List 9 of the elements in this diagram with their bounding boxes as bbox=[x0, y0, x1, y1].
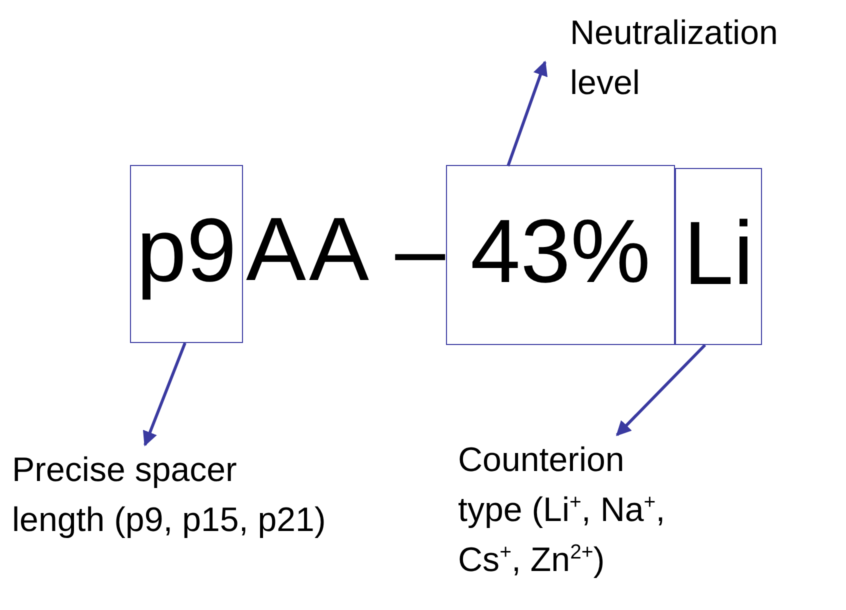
annotation-text: Precise spacer length (p9, p15, p21) bbox=[12, 445, 332, 545]
highlight-box: 43% bbox=[446, 165, 675, 345]
arrow bbox=[506, 60, 548, 166]
annotation-text: Counterion type (Li$^{+}$, Na$^{+}$, Cs$^{+}$, Zn$^{2+}$) bbox=[458, 435, 693, 585]
arrow bbox=[142, 342, 186, 446]
annotation-text: Neutralization level bbox=[545, 8, 845, 108]
highlight-box: Li bbox=[675, 168, 762, 345]
arrow bbox=[616, 344, 706, 436]
highlight-box: p9 bbox=[130, 165, 243, 343]
